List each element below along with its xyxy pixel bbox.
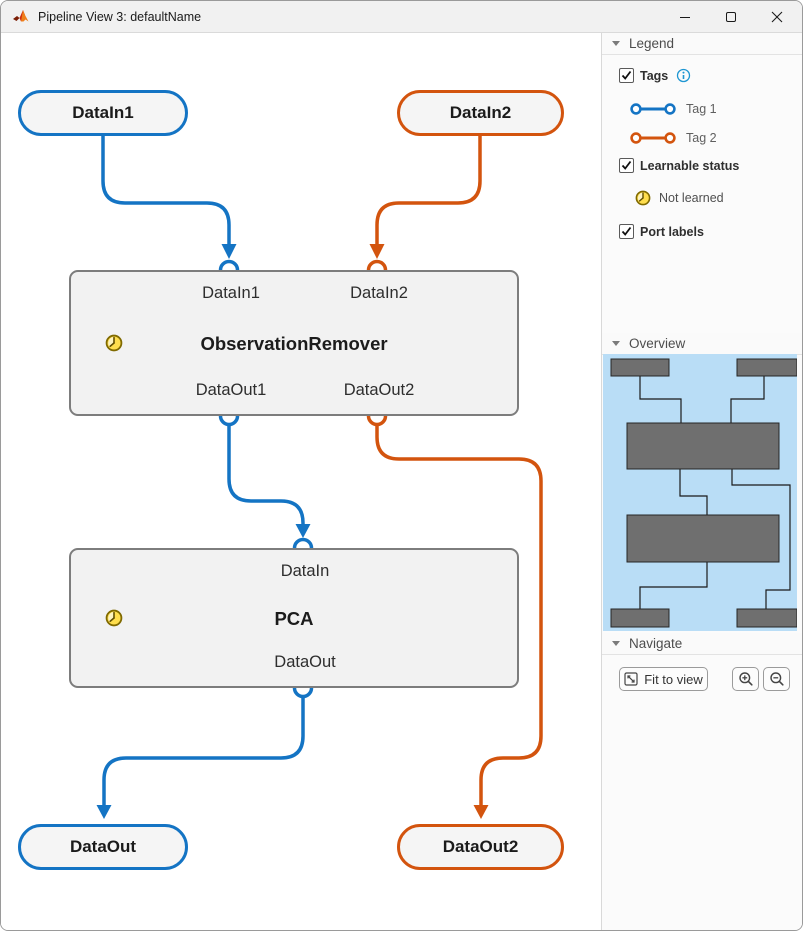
zoom-in-icon — [738, 672, 753, 686]
block-title: PCA — [274, 608, 314, 629]
node-label: DataOut — [69, 837, 137, 856]
minimap-node-dataout2 — [736, 608, 797, 628]
minimize-icon — [680, 16, 690, 18]
matlab-logo-icon — [13, 9, 29, 21]
fit-to-view-icon — [624, 672, 638, 686]
edge-datain1-to-observationremover[interactable] — [101, 136, 231, 245]
tag1-line-sample-icon — [630, 103, 676, 115]
info-icon[interactable] — [676, 68, 691, 83]
port-label-dataout1: DataOut1 — [195, 381, 267, 399]
maximize-icon — [726, 11, 736, 22]
not-learned-clock-icon — [105, 609, 123, 627]
arrowhead-datain1 — [221, 244, 237, 259]
overview-header-label: Overview — [629, 336, 686, 351]
minimap-block-pca — [626, 514, 780, 563]
minimap-edge — [639, 562, 708, 609]
legend-item-tag1: Tag 1 — [630, 101, 717, 117]
minimap-edge — [679, 469, 708, 515]
minimap-node-datain1 — [610, 358, 670, 377]
port-labels-checkbox[interactable] — [619, 224, 634, 239]
not-learned-clock-icon — [635, 190, 651, 206]
learnable-status-checkbox[interactable] — [619, 158, 634, 173]
node-label: DataIn1 — [72, 103, 134, 122]
check-icon — [621, 70, 632, 80]
maximize-button[interactable] — [708, 1, 754, 32]
zoom-in-button[interactable] — [732, 667, 759, 691]
chevron-down-icon — [612, 341, 620, 346]
not-learned-label: Not learned — [659, 191, 724, 205]
tag2-line-sample-icon — [630, 132, 676, 144]
minimize-button[interactable] — [662, 1, 708, 32]
chevron-down-icon — [612, 641, 620, 646]
navigate-section-header[interactable]: Navigate — [602, 633, 802, 655]
legend-item-tag2: Tag 2 — [630, 130, 717, 146]
port-labels-label: Port labels — [640, 224, 704, 239]
minimap-edge — [730, 376, 765, 423]
node-dataout[interactable]: DataOut — [18, 824, 188, 870]
close-button[interactable] — [754, 1, 800, 32]
edge-pca-dataout-to-sink[interactable] — [102, 697, 305, 805]
arrowhead-dataout2-sink — [473, 805, 489, 819]
zoom-out-icon — [769, 672, 784, 686]
block-pca[interactable]: DataIn PCA DataOut — [69, 548, 519, 688]
tags-checkbox[interactable] — [619, 68, 634, 83]
navigate-header-label: Navigate — [629, 636, 683, 651]
port-label-dataout2: DataOut2 — [343, 381, 415, 399]
port-label-datain1: DataIn1 — [202, 284, 260, 302]
fit-to-view-label: Fit to view — [644, 671, 703, 687]
minimap-node-datain2 — [736, 358, 797, 377]
minimap-node-dataout — [610, 608, 670, 628]
edge-datain2-to-observationremover[interactable] — [375, 136, 482, 245]
port-label-datain: DataIn — [280, 562, 330, 580]
title-bar: Pipeline View 3: defaultName — [1, 1, 802, 33]
edge-dataout2-to-sink[interactable] — [375, 425, 543, 805]
not-learned-clock-icon — [105, 334, 123, 352]
edge-dataout1-to-pca[interactable] — [227, 425, 305, 525]
close-icon — [771, 11, 783, 22]
arrowhead-pca-datain — [295, 524, 311, 538]
check-icon — [621, 226, 632, 236]
port-label-datain2: DataIn2 — [350, 284, 408, 302]
port-labels-row: Port labels — [619, 224, 704, 239]
arrowhead-datain2 — [369, 244, 385, 259]
learnable-status-label: Learnable status — [640, 158, 740, 173]
check-icon — [621, 160, 632, 170]
window-title: Pipeline View 3: defaultName — [38, 9, 202, 24]
node-label: DataIn2 — [449, 103, 512, 122]
overview-minimap[interactable] — [603, 354, 797, 631]
sidebar: Legend Tags Tag 1 — [601, 33, 802, 930]
fit-to-view-button[interactable]: Fit to view — [619, 667, 708, 691]
legend-section-header[interactable]: Legend — [602, 33, 802, 55]
minimap-block-observationremover — [626, 422, 780, 470]
legend-header-label: Legend — [629, 36, 675, 51]
zoom-out-button[interactable] — [763, 667, 790, 691]
tag2-label: Tag 2 — [686, 131, 717, 145]
node-datain1[interactable]: DataIn1 — [18, 90, 188, 136]
tag1-label: Tag 1 — [686, 102, 717, 116]
pipeline-canvas[interactable]: DataIn1 DataIn2 DataOut DataOut2 DataIn1… — [1, 33, 601, 930]
tags-label: Tags — [640, 68, 669, 83]
minimap-edge — [639, 376, 682, 423]
block-title: ObservationRemover — [200, 333, 388, 354]
node-datain2[interactable]: DataIn2 — [397, 90, 564, 136]
learnable-status-row: Learnable status — [619, 158, 739, 173]
tags-row: Tags — [619, 68, 691, 83]
node-label: DataOut2 — [442, 837, 519, 856]
block-observationremover[interactable]: DataIn1 DataIn2 ObservationRemover DataO… — [69, 270, 519, 416]
node-dataout2[interactable]: DataOut2 — [397, 824, 564, 870]
arrowhead-dataout-sink — [96, 805, 112, 819]
minimap-edge — [731, 469, 791, 609]
overview-section-header[interactable]: Overview — [602, 333, 802, 355]
legend-item-not-learned: Not learned — [635, 190, 724, 206]
chevron-down-icon — [612, 41, 620, 46]
port-label-dataout: DataOut — [274, 653, 336, 671]
